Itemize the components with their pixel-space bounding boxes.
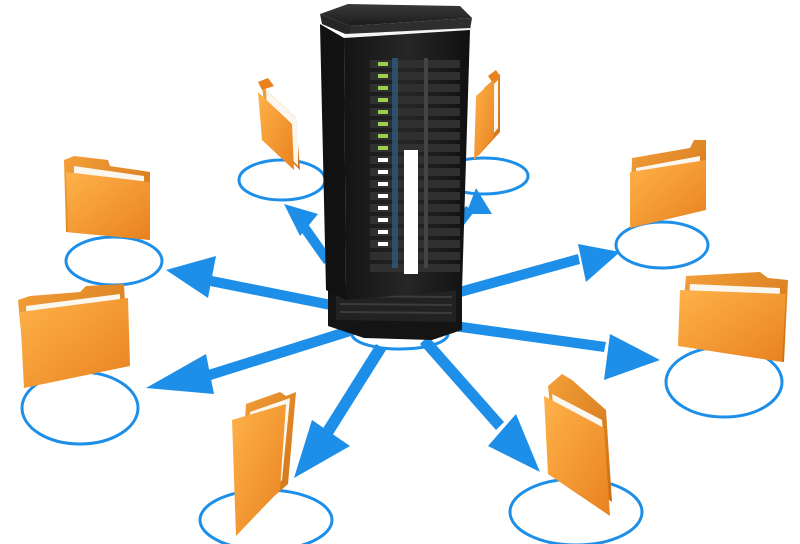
arrow-icon — [294, 344, 386, 478]
folder-icon — [544, 374, 612, 516]
ring-top-left — [237, 158, 327, 202]
folder-icon — [678, 272, 788, 362]
drive-bays — [370, 58, 460, 274]
folder-icon — [18, 284, 130, 388]
ring-left — [64, 235, 164, 287]
folder-icon — [474, 70, 500, 160]
arrow-icon — [448, 244, 620, 300]
arrow-icon — [146, 326, 351, 394]
server-icon — [320, 4, 472, 340]
arrow-icon — [446, 320, 660, 380]
folder-icon — [64, 156, 150, 240]
folders — [18, 70, 788, 536]
arrow-icon — [284, 204, 332, 264]
arrow-icon — [166, 256, 332, 310]
folder-icon — [630, 140, 706, 228]
arrows — [146, 188, 660, 478]
folder-icon — [232, 392, 296, 536]
arrow-icon — [420, 336, 540, 472]
ring-right — [614, 220, 710, 270]
folder-icon — [258, 78, 300, 170]
